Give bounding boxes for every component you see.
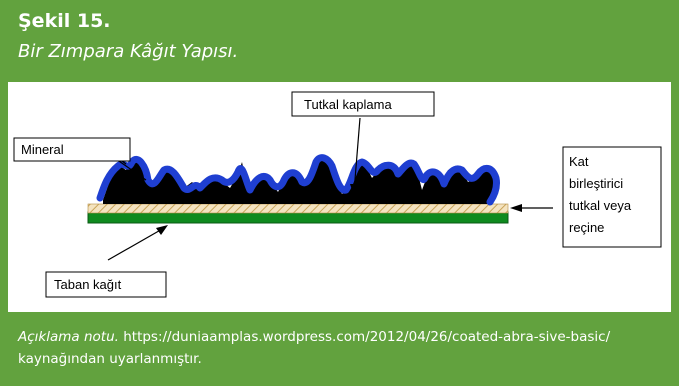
glue-coating-label-box [291, 91, 435, 117]
source-note: Açıklama notu. https://duniaamplas.wordp… [18, 326, 666, 370]
glue-coating [96, 154, 500, 206]
bond-label-line-2: birleştirici [569, 176, 623, 191]
bond-arrowhead [510, 204, 522, 212]
note-text: https://duniaamplas.wordpress.com/2012/0… [18, 329, 611, 367]
bond-layer [87, 203, 509, 214]
backing-label-box [45, 271, 167, 298]
right-border [671, 82, 679, 312]
left-border [0, 82, 8, 312]
glue-coating-label: Tutkal kaplama [304, 97, 392, 112]
backing-arrowhead [156, 225, 168, 235]
glue-coating-arrowhead [350, 184, 358, 196]
backing-paper-layer [87, 211, 509, 224]
sandpaper-diagram: Tutkal kaplama Mineral Kat birleştirici … [13, 91, 662, 298]
mineral-label: Mineral [21, 142, 64, 157]
figure-footer: Açıklama notu. https://duniaamplas.wordp… [0, 312, 679, 386]
figure-header: Şekil 15. Bir Zımpara Kâğıt Yapısı. [0, 0, 679, 82]
bond-label-line-3: tutkal veya [569, 198, 632, 213]
backing-leader [107, 227, 165, 261]
note-label: Açıklama notu. [18, 329, 119, 345]
backing-paper-label: Taban kağıt [54, 277, 122, 292]
glue-coating-leader [353, 117, 361, 193]
figure-title: Şekil 15. [18, 10, 111, 32]
bond-label-box [562, 146, 662, 248]
diagram-area: Tutkal kaplama Mineral Kat birleştirici … [8, 82, 671, 312]
bond-label-line-1: Kat [569, 154, 589, 169]
bond-label-line-4: reçine [569, 220, 604, 235]
mineral-label-box [13, 137, 131, 162]
figure-subtitle: Bir Zımpara Kâğıt Yapısı. [18, 41, 239, 62]
